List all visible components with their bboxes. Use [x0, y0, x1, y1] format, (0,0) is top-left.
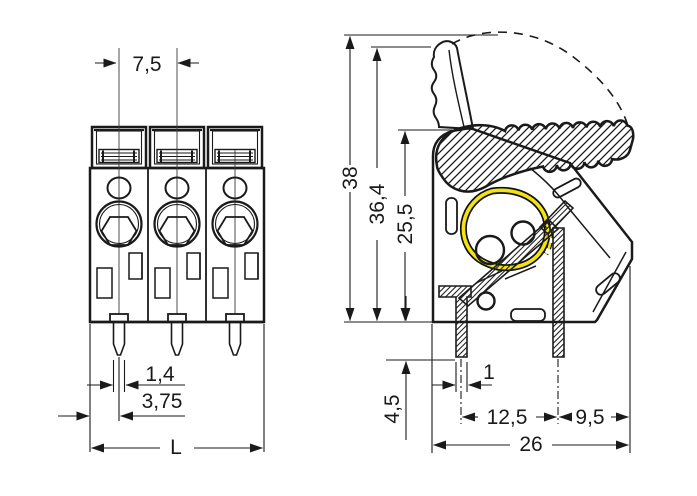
wire-entry [211, 200, 259, 248]
vent-slot [595, 272, 621, 296]
side-housing [431, 126, 634, 324]
detail-hole [476, 291, 496, 311]
wire-entry-inner [156, 203, 198, 245]
dim-label-pin-length: 4,5 [381, 394, 404, 423]
front-dimensions: 7,5 1,4 3,75 L [58, 53, 265, 459]
dim-label-depth: 26 [519, 433, 542, 456]
dim-label-height-25-5: 25,5 [394, 204, 417, 245]
housing-recess [154, 267, 171, 299]
busbar [438, 199, 575, 358]
mount-notch [510, 308, 546, 322]
dim-label-pin-width-front: 1,4 [145, 363, 175, 386]
wire-entry [95, 200, 143, 248]
busbar-branch-hatch [540, 201, 573, 234]
conductor-hole [474, 234, 506, 266]
dim-label-length: L [170, 436, 182, 459]
test-port [106, 176, 132, 200]
vent-slot [445, 197, 458, 235]
front-view [88, 48, 266, 356]
lever-closed-hatch [436, 120, 634, 192]
side-view [430, 31, 635, 358]
dim-label-edge-offset: 3,75 [142, 390, 183, 413]
side-dimensions: 38 36,4 25,5 4,5 1 12,5 9,5 [339, 34, 631, 456]
test-port [164, 176, 190, 200]
wire-entry-inner [214, 203, 256, 245]
housing-recess [96, 267, 113, 299]
dim-label-height-36-4: 36,4 [366, 183, 389, 224]
busbar-diagonal-hatch [459, 220, 558, 306]
wire-entry-inner [98, 203, 140, 245]
spring-yellow [461, 188, 550, 270]
front-lower-details [96, 252, 259, 299]
dim-label-height-38: 38 [339, 166, 362, 189]
housing-contours [475, 167, 627, 313]
busbar-foot-pin-hatch [439, 286, 471, 357]
lever-open-rib [448, 49, 465, 128]
housing-recess [212, 267, 229, 299]
dim-label-pitch: 7,5 [132, 53, 161, 76]
dim-label-pin-spacing: 12,5 [487, 406, 528, 429]
hex-actuator [100, 216, 138, 246]
hex-actuator [216, 216, 254, 246]
front-actuators [95, 176, 259, 248]
vent-slot [552, 177, 582, 199]
test-port [222, 176, 248, 200]
wire-entry [153, 200, 201, 248]
lever-open-outline [430, 40, 475, 131]
hex-actuator [158, 216, 196, 246]
busbar-rear-pin-hatch [553, 228, 564, 357]
dim-label-pin-width-side: 1 [483, 361, 495, 384]
dim-label-pin-to-edge: 9,5 [575, 406, 604, 429]
